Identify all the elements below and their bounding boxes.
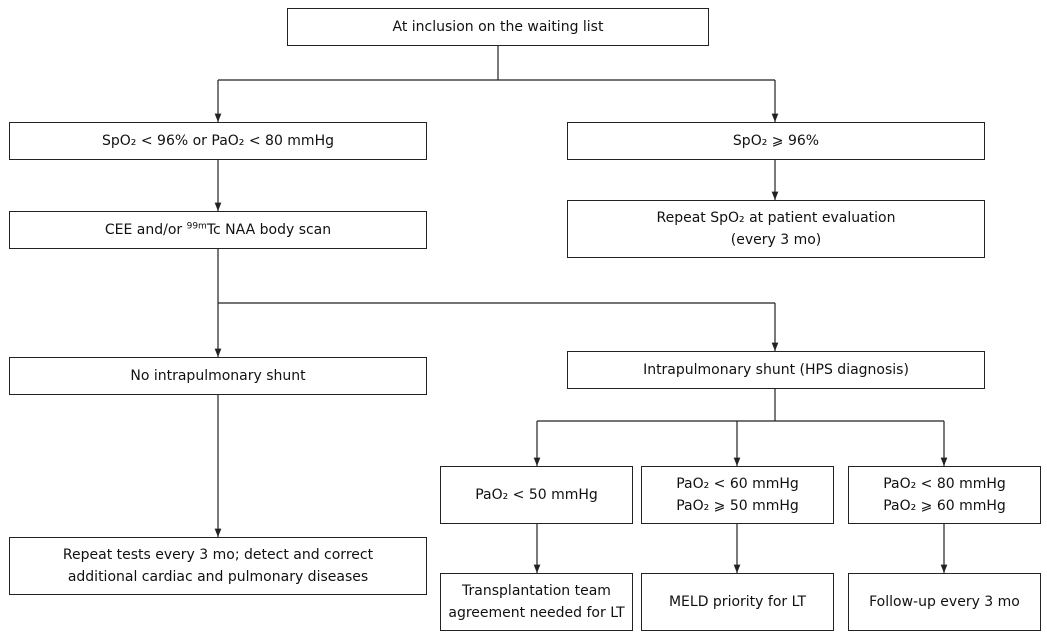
node-text: PaO₂ < 80 mmHg — [883, 476, 1006, 492]
node-repeat-spo2: Repeat SpO₂ at patient evaluation (every… — [567, 200, 985, 258]
node-text: Repeat SpO₂ at patient evaluation — [656, 210, 896, 226]
node-text: Intrapulmonary shunt (HPS diagnosis) — [643, 362, 909, 378]
node-text: SpO₂ < 96% or PaO₂ < 80 mmHg — [102, 133, 334, 149]
isotope-mass-number: 99m — [186, 221, 207, 232]
node-text: PaO₂ < 60 mmHg — [676, 476, 799, 492]
node-text: Follow-up every 3 mo — [869, 594, 1020, 610]
node-text: agreement needed for LT — [448, 605, 625, 621]
node-text: At inclusion on the waiting list — [392, 19, 604, 35]
node-low-spo2: SpO₂ < 96% or PaO₂ < 80 mmHg — [9, 122, 427, 160]
node-meld-priority: MELD priority for LT — [641, 573, 834, 631]
node-text: PaO₂ ⩾ 60 mmHg — [883, 498, 1006, 514]
node-text: Repeat tests every 3 mo; detect and corr… — [62, 547, 374, 563]
node-pao2-60: PaO₂ < 60 mmHg PaO₂ ⩾ 50 mmHg — [641, 466, 834, 524]
node-text: Transplantation team — [462, 583, 611, 599]
scan-prefix: CEE and/or — [104, 222, 187, 238]
node-text: (every 3 mo) — [730, 232, 822, 248]
node-shunt: Intrapulmonary shunt (HPS diagnosis) — [567, 351, 985, 389]
node-team-agreement: Transplantation team agreement needed fo… — [440, 573, 633, 631]
node-follow-up: Follow-up every 3 mo — [848, 573, 1041, 631]
node-text: MELD priority for LT — [668, 594, 807, 610]
node-no-shunt: No intrapulmonary shunt — [9, 357, 427, 395]
node-normal-spo2: SpO₂ ⩾ 96% — [567, 122, 985, 160]
node-text: PaO₂ ⩾ 50 mmHg — [676, 498, 799, 514]
node-repeat-tests: Repeat tests every 3 mo; detect and corr… — [9, 537, 427, 595]
node-text: CEE and/or 99mTc NAA body scan — [105, 219, 331, 241]
node-text: PaO₂ < 50 mmHg — [475, 487, 598, 503]
node-pao2-50: PaO₂ < 50 mmHg — [440, 466, 633, 524]
node-text: No intrapulmonary shunt — [130, 368, 306, 384]
node-pao2-80: PaO₂ < 80 mmHg PaO₂ ⩾ 60 mmHg — [848, 466, 1041, 524]
node-inclusion: At inclusion on the waiting list — [287, 8, 709, 46]
node-text: additional cardiac and pulmonary disease… — [67, 569, 369, 585]
scan-suffix: Tc NAA body scan — [206, 222, 332, 238]
node-text: SpO₂ ⩾ 96% — [732, 133, 820, 149]
node-scan: CEE and/or 99mTc NAA body scan — [9, 211, 427, 249]
